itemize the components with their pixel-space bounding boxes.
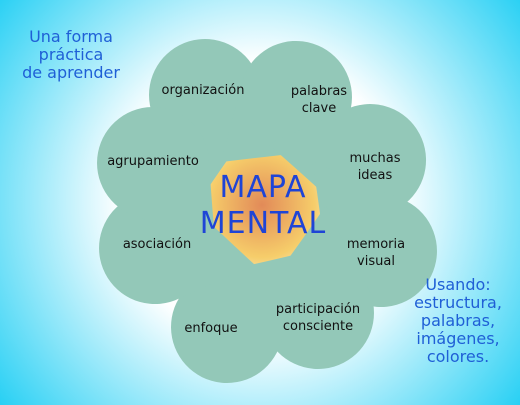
petal-label-line: memoria bbox=[346, 237, 406, 252]
center-title: MAPA MENTAL bbox=[192, 170, 334, 242]
petal-label-line: consciente bbox=[282, 319, 354, 334]
petal-label-line: participación bbox=[275, 302, 361, 317]
petal-shape bbox=[268, 104, 427, 217]
petal-label-organizacion: organización bbox=[148, 82, 258, 99]
petal-shape bbox=[99, 192, 255, 305]
petal-shape bbox=[97, 106, 216, 245]
usage-line: Usando: bbox=[425, 275, 491, 294]
petal-label-line: asociación bbox=[122, 237, 192, 252]
petal-label-participacion-consciente: participación consciente bbox=[266, 301, 370, 335]
petal-label-line: ideas bbox=[357, 168, 393, 183]
petal-shape bbox=[149, 39, 262, 205]
petal-group bbox=[97, 39, 437, 383]
petal-label-line: visual bbox=[357, 254, 395, 269]
usage-line: estructura, bbox=[414, 293, 502, 312]
intro-line: práctica bbox=[38, 45, 104, 64]
usage-line: colores. bbox=[426, 347, 490, 366]
petal-label-line: agrupamiento bbox=[107, 154, 199, 169]
petal-label-line: clave bbox=[301, 101, 337, 116]
intro-line: de aprender bbox=[22, 63, 120, 82]
petal-label-line: organización bbox=[161, 83, 245, 98]
intro-text: Una forma práctica de aprender bbox=[12, 28, 130, 82]
usage-line: palabras, bbox=[420, 311, 496, 330]
petal-label-enfoque: enfoque bbox=[176, 320, 246, 337]
center-title-line: MENTAL bbox=[199, 206, 327, 241]
petal-label-memoria-visual: memoria visual bbox=[336, 236, 416, 270]
petal-label-agrupamiento: agrupamiento bbox=[94, 153, 212, 170]
petal-label-muchas-ideas: muchas ideas bbox=[336, 150, 414, 184]
petal-label-line: muchas bbox=[349, 151, 401, 166]
center-title-line: MAPA bbox=[219, 170, 307, 205]
petal-shape bbox=[261, 205, 374, 369]
usage-line: imágenes, bbox=[416, 329, 500, 348]
usage-text: Usando: estructura, palabras, imágenes, … bbox=[402, 276, 514, 366]
petal-label-asociacion: asociación bbox=[112, 236, 202, 253]
petal-label-palabras-clave: palabras clave bbox=[276, 83, 362, 117]
petal-label-line: enfoque bbox=[184, 321, 238, 336]
intro-line: Una forma bbox=[29, 27, 113, 46]
petal-label-line: palabras bbox=[290, 84, 348, 99]
